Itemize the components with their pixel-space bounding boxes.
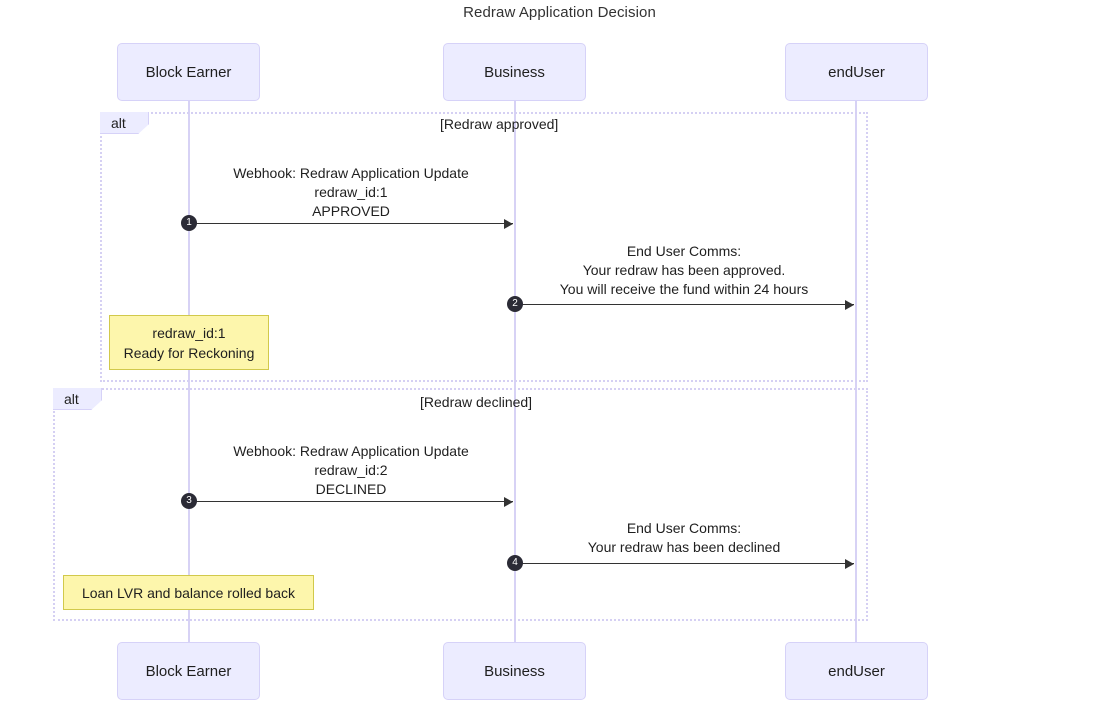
participant-label: Business: [484, 662, 545, 680]
alt-condition-declined: [Redraw declined]: [420, 394, 533, 410]
message-label-1: Webhook: Redraw Application Update redra…: [233, 165, 469, 219]
message-line-3: [189, 501, 513, 502]
alt-tag-declined: alt: [53, 388, 102, 410]
message-arrowhead-3: [504, 497, 513, 507]
message-line-4: [515, 563, 854, 564]
lifeline-block-earner: [188, 101, 190, 646]
participant-label: Block Earner: [145, 63, 232, 81]
message-label-3: Webhook: Redraw Application Update redra…: [233, 443, 469, 497]
note-redraw-ready: redraw_id:1 Ready for Reckoning: [109, 315, 269, 370]
participant-bottom-enduser[interactable]: endUser: [785, 642, 928, 700]
alt-tag-label: alt: [111, 114, 126, 131]
alt-tag-approved: alt: [100, 112, 149, 134]
participant-bottom-business[interactable]: Business: [443, 642, 586, 700]
message-arrowhead-2: [845, 300, 854, 310]
note-rolled-back: Loan LVR and balance rolled back: [63, 575, 314, 610]
participant-label: Business: [484, 63, 545, 81]
participant-top-enduser[interactable]: endUser: [785, 43, 928, 101]
message-line-1: [189, 223, 513, 224]
message-arrowhead-4: [845, 559, 854, 569]
lifeline-business: [514, 101, 516, 646]
message-arrowhead-1: [504, 219, 513, 229]
participant-top-business[interactable]: Business: [443, 43, 586, 101]
message-seq-3: 3: [181, 493, 197, 509]
participant-label: endUser: [828, 662, 885, 680]
participant-bottom-block-earner[interactable]: Block Earner: [117, 642, 260, 700]
message-line-2: [515, 304, 854, 305]
message-seq-2: 2: [507, 296, 523, 312]
message-seq-1: 1: [181, 215, 197, 231]
participant-top-block-earner[interactable]: Block Earner: [117, 43, 260, 101]
message-seq-4: 4: [507, 555, 523, 571]
message-label-2: End User Comms: Your redraw has been app…: [559, 243, 809, 297]
alt-condition-approved: [Redraw approved]: [440, 116, 559, 132]
lifeline-enduser: [855, 101, 857, 646]
alt-tag-label: alt: [64, 390, 79, 407]
participant-label: Block Earner: [145, 662, 232, 680]
participant-label: endUser: [828, 63, 885, 81]
page-title: Redraw Application Decision: [463, 4, 656, 21]
message-label-4: End User Comms: Your redraw has been dec…: [587, 520, 781, 555]
